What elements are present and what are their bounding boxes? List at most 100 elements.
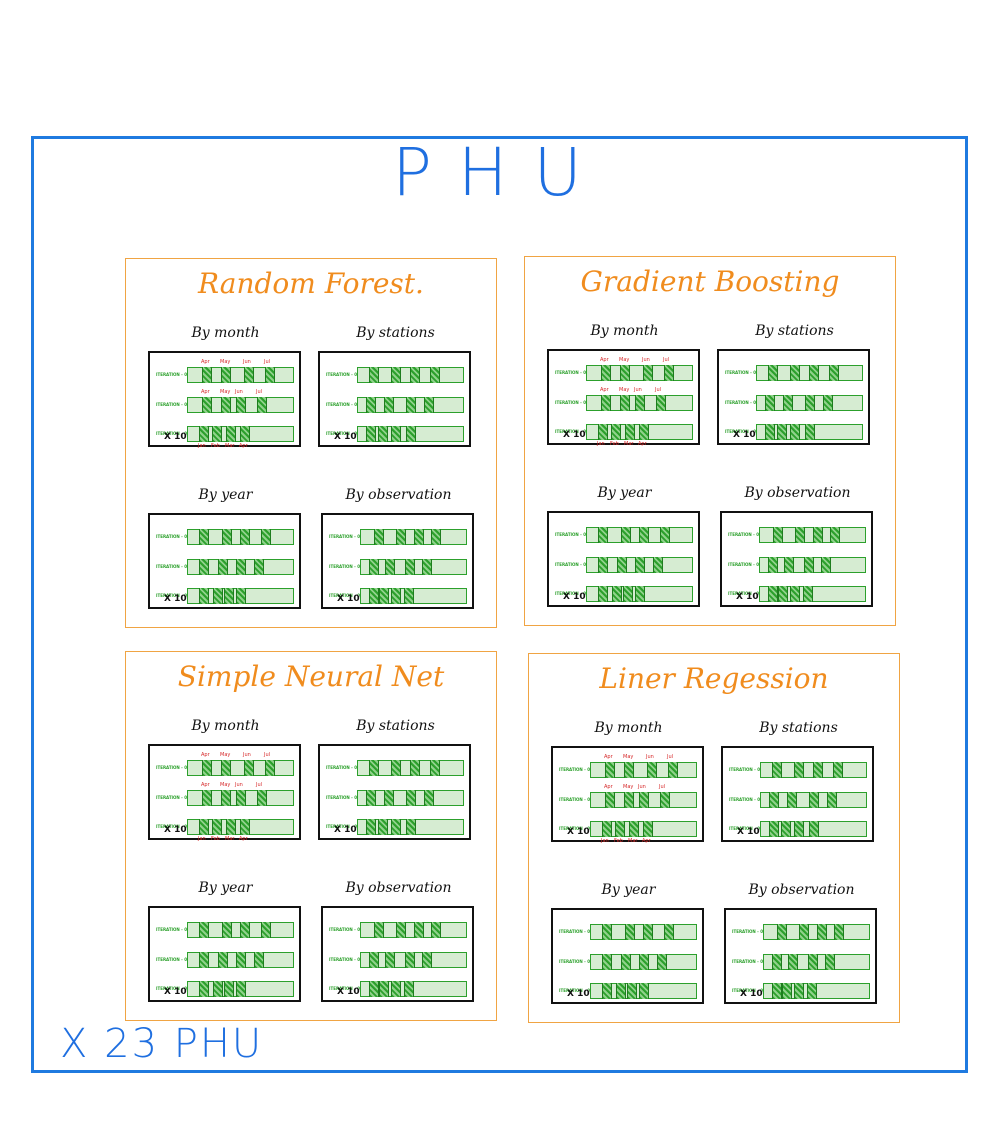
validation-fold xyxy=(199,559,209,575)
validation-fold xyxy=(794,983,804,999)
iteration-label: ITERATION - 03 xyxy=(729,826,763,831)
validation-fold xyxy=(598,527,608,543)
validation-fold xyxy=(777,424,787,440)
data-split-bar xyxy=(360,981,467,997)
validation-fold xyxy=(615,821,625,837)
validation-fold xyxy=(422,559,432,575)
repeat-count: X 10 xyxy=(164,594,187,604)
month-annotation: Apr xyxy=(201,782,210,788)
validation-fold xyxy=(627,983,637,999)
month-annotation: Jul xyxy=(264,359,271,365)
validation-fold xyxy=(827,792,837,808)
data-split-bar xyxy=(763,954,870,970)
validation-fold xyxy=(602,821,612,837)
cv-scheme-label: By month xyxy=(594,720,663,736)
validation-fold xyxy=(787,792,797,808)
iteration-label: ITERATION - 01 xyxy=(156,372,190,377)
validation-fold xyxy=(598,424,608,440)
data-split-bar xyxy=(187,426,294,442)
data-split-bar xyxy=(756,424,863,440)
iteration-label: ITERATION - 01 xyxy=(728,532,762,537)
validation-fold xyxy=(414,922,424,938)
validation-fold xyxy=(660,527,670,543)
validation-fold xyxy=(664,365,674,381)
data-split-bar xyxy=(187,819,294,835)
validation-fold xyxy=(366,790,376,806)
repeat-count: X 10 xyxy=(337,594,360,604)
validation-fold xyxy=(635,586,645,602)
validation-fold xyxy=(794,821,804,837)
validation-fold xyxy=(601,395,611,411)
cv-scheme-label: By year xyxy=(198,487,253,503)
cv-scheme-label: By stations xyxy=(356,718,435,734)
validation-fold xyxy=(385,952,395,968)
month-annotation: Apr xyxy=(600,387,609,393)
validation-fold xyxy=(254,952,264,968)
validation-fold xyxy=(374,529,384,545)
month-annotation: Jul xyxy=(663,357,670,363)
validation-fold xyxy=(202,760,212,776)
cv-scheme-label: By month xyxy=(191,325,260,341)
validation-fold xyxy=(804,557,814,573)
iteration-label: ITERATION - 01 xyxy=(725,370,759,375)
data-split-bar xyxy=(187,790,294,806)
repeat-count: X 10 xyxy=(733,430,756,440)
repeat-count: X 10 xyxy=(736,592,759,602)
validation-fold xyxy=(396,529,406,545)
iteration-label: ITERATION - 01 xyxy=(559,767,593,772)
iteration-label: ITERATION - 02 xyxy=(329,564,363,569)
validation-fold xyxy=(783,395,793,411)
validation-fold xyxy=(202,790,212,806)
iteration-label: ITERATION - 03 xyxy=(732,988,766,993)
validation-fold xyxy=(616,983,626,999)
data-split-bar xyxy=(759,527,866,543)
repeat-count: X 10 xyxy=(563,592,586,602)
validation-fold xyxy=(410,367,420,383)
validation-fold xyxy=(369,952,379,968)
month-annotation: Apr xyxy=(201,359,210,365)
iteration-label: ITERATION - 02 xyxy=(725,400,759,405)
data-split-bar xyxy=(187,760,294,776)
month-annotation: Apr xyxy=(604,784,613,790)
validation-fold xyxy=(391,981,401,997)
validation-fold xyxy=(224,588,234,604)
validation-fold xyxy=(199,529,209,545)
validation-fold xyxy=(635,395,645,411)
iteration-label: ITERATION - 03 xyxy=(559,988,593,993)
validation-fold xyxy=(643,821,653,837)
validation-fold xyxy=(605,762,615,778)
iteration-label: ITERATION - 02 xyxy=(728,562,762,567)
validation-fold xyxy=(430,760,440,776)
validation-fold xyxy=(218,952,228,968)
validation-fold xyxy=(410,760,420,776)
validation-fold xyxy=(236,559,246,575)
validation-fold xyxy=(199,981,209,997)
validation-fold xyxy=(391,588,401,604)
data-split-bar xyxy=(590,792,697,808)
validation-fold xyxy=(799,924,809,940)
validation-fold xyxy=(777,924,787,940)
model-title: Liner Regession xyxy=(599,662,829,695)
validation-fold xyxy=(236,790,246,806)
month-annotation: Jul xyxy=(655,387,662,393)
validation-fold xyxy=(212,819,222,835)
month-annotation: Mar xyxy=(624,441,634,447)
validation-fold xyxy=(261,529,271,545)
validation-fold xyxy=(405,952,415,968)
validation-fold xyxy=(805,395,815,411)
validation-fold xyxy=(621,527,631,543)
validation-fold xyxy=(772,983,782,999)
validation-fold xyxy=(624,792,634,808)
data-split-bar xyxy=(360,922,467,938)
data-split-bar xyxy=(586,527,693,543)
data-split-bar xyxy=(357,819,464,835)
validation-fold xyxy=(639,792,649,808)
